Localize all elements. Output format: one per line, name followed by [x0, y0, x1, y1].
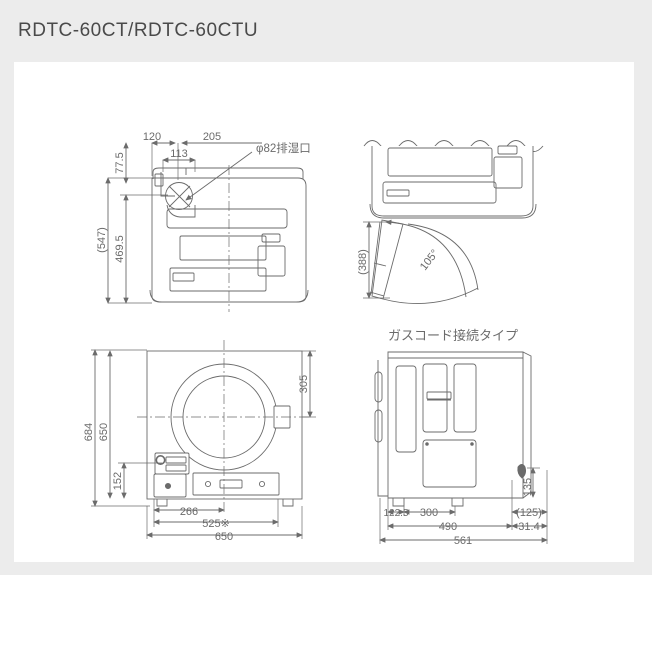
- door-swing-arc-outer: [407, 223, 479, 291]
- front-view-control-slot-1: [165, 456, 187, 464]
- door-swing-arc-inner: [385, 219, 467, 298]
- door-panel-bottom-edge: [369, 291, 385, 297]
- dim-label-122-5: 122.5: [383, 508, 408, 519]
- front-view-base-hole-left: [204, 480, 212, 488]
- door-view-panel-top: [387, 147, 493, 177]
- page-title: RDTC-60CT/RDTC-60CTU: [18, 20, 259, 41]
- door-view-body: [371, 146, 534, 217]
- front-view-foot-left: [156, 499, 168, 507]
- side-view-slot-mid-tab: [426, 391, 452, 400]
- front-view-base-plate: [192, 472, 280, 496]
- top-view-panel-3-tab: [172, 272, 195, 282]
- front-view-group: [91, 340, 316, 539]
- side-view-handle-upper: [374, 371, 383, 403]
- dim-label-650-vertical: 650: [98, 423, 110, 441]
- front-view-foot-right: [282, 499, 294, 507]
- front-view-base-center: [219, 479, 243, 489]
- top-view-panel-2: [179, 235, 267, 261]
- door-swing-arc-bottom: [382, 287, 479, 305]
- dim-label-125: (125): [516, 507, 542, 519]
- front-view-base-hole-right: [258, 480, 266, 488]
- top-view-dispenser: [257, 245, 286, 277]
- dim-label-205: 205: [203, 131, 221, 143]
- side-view-access-panel: [422, 439, 477, 488]
- exhaust-port-callout-label: φ82排湿口: [256, 141, 311, 155]
- top-view-group: [105, 140, 309, 312]
- dim-label-113: 113: [170, 148, 188, 160]
- top-view-panel-1: [166, 208, 288, 229]
- side-view-cabinet: [387, 351, 524, 499]
- dim-label-305: 305: [298, 375, 310, 393]
- top-view-duct-flange: [154, 173, 164, 187]
- top-view-small-button: [261, 233, 281, 243]
- dim-label-561: 561: [454, 535, 472, 547]
- door-view-panel-tab: [386, 189, 410, 197]
- side-view-slot-left: [395, 365, 417, 453]
- front-view-control-slot-2: [165, 464, 187, 472]
- side-view-foot-right: [451, 498, 464, 507]
- front-view-knob: [155, 454, 166, 465]
- side-view-slot-mid: [422, 363, 448, 433]
- dim-label-388: (388): [357, 249, 369, 275]
- top-view-duct-left: [160, 172, 175, 197]
- dim-label-152: 152: [112, 472, 124, 490]
- door-swing-view-group: [363, 140, 544, 305]
- dim-label-135: 135: [522, 478, 534, 496]
- door-view-body-edge: [369, 203, 537, 219]
- dim-label-490: 490: [439, 521, 457, 533]
- door-view-panel-mid: [382, 181, 497, 204]
- door-panel-mid-mark: [373, 262, 387, 267]
- side-view-left-edge: [377, 360, 388, 497]
- dim-label-120: 120: [143, 131, 161, 143]
- side-view-foot-left: [392, 498, 405, 507]
- side-view-right-edge: [522, 351, 532, 499]
- dim-label-300: 300: [420, 507, 438, 519]
- top-view-circle-slash-2: [168, 185, 191, 208]
- side-view-handle-lower: [374, 409, 383, 443]
- top-view-body-back-edge: [152, 167, 304, 179]
- dim-label-547: (547): [96, 227, 108, 253]
- callout-leader-82: [185, 151, 253, 201]
- side-view-group: [374, 351, 548, 544]
- side-view-screw-tr: [470, 442, 474, 446]
- side-view-screw-tl: [425, 442, 429, 446]
- dim-label-266: 266: [180, 506, 198, 518]
- door-panel: [371, 219, 404, 300]
- top-view-body-front-edge: [149, 289, 309, 303]
- dim-label-105-deg: 105°: [418, 247, 441, 272]
- dim-label-77-5: 77.5: [114, 152, 126, 173]
- side-view-gas-connector: [517, 464, 527, 479]
- dim-label-469-5: 469.5: [114, 235, 126, 263]
- top-view-panel-3: [169, 267, 267, 292]
- front-view-lower-box-dot: [164, 482, 172, 490]
- side-view-type-label: ガスコード接続タイプ: [388, 328, 518, 343]
- door-panel-inner-line: [370, 221, 381, 295]
- door-view-dispenser: [493, 156, 523, 189]
- side-view-slot-right: [453, 363, 477, 433]
- door-view-small-button: [497, 145, 518, 155]
- dim-label-650-horizontal: 650: [215, 531, 233, 543]
- dim-label-525: 525※: [202, 518, 230, 530]
- dim-label-31-4: 31.4: [518, 521, 539, 533]
- dim-label-684: 684: [83, 423, 95, 441]
- top-view-duct-collar: [166, 204, 196, 218]
- top-view-exhaust-circle: [165, 182, 193, 210]
